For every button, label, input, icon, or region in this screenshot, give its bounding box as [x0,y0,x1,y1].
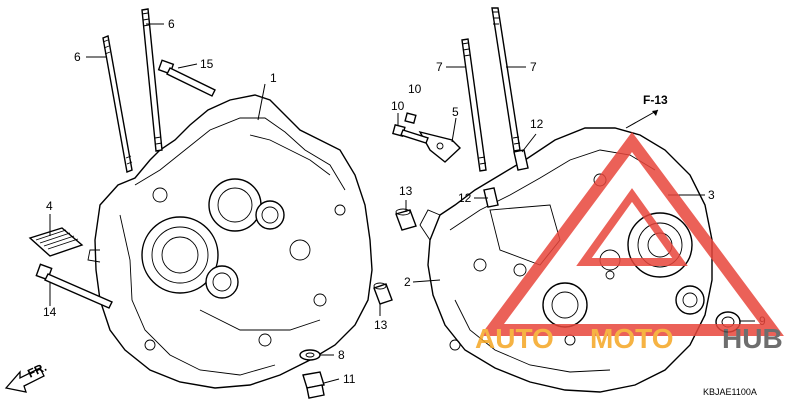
watermark-text-moto: MOTO [590,323,673,354]
front-arrow-icon [4,367,45,393]
callouts: 1 2 3 4 5 6 6 7 7 8 9 10 10 11 12 12 13 … [43,17,766,386]
front-direction-indicator: FR. [4,360,49,393]
drain-bolt-part-11 [302,371,325,399]
callout-12-upper: 12 [530,117,544,131]
callout-10-bolt: 10 [391,99,405,113]
dowel-pin-part-13-right [395,208,417,231]
left-crankcase [87,94,373,389]
callout-3: 3 [708,188,715,202]
callout-7-left: 7 [436,60,443,74]
bracket-part-5 [418,130,462,163]
callout-1: 1 [270,71,277,85]
callout-5: 5 [452,105,459,119]
bolt-part-10 [392,112,429,144]
callout-15: 15 [200,57,214,71]
callout-6-left: 6 [74,50,81,64]
dowel-pin-part-13-left [373,282,393,305]
callout-2: 2 [404,275,411,289]
callout-10-top: 10 [408,82,422,96]
callout-12-lower: 12 [458,191,472,205]
reference-label: F-13 [643,93,668,107]
stud-bolts-part-7 [461,7,521,172]
watermark: AUTO MOTO HUB [475,131,784,354]
callout-8: 8 [338,348,345,362]
callout-7-right: 7 [530,60,537,74]
dowel-pin-part-12-upper [513,149,529,171]
callout-13-left: 13 [374,318,388,332]
callout-11: 11 [343,372,356,386]
callout-14: 14 [43,305,57,319]
bolt-part-15 [157,59,216,97]
diagram-code: KBJAE1100A [703,387,757,397]
watermark-triangle-icon [480,131,784,336]
callout-6-top: 6 [168,17,175,31]
washer-part-8 [299,349,321,361]
watermark-text-hub: HUB [722,323,783,354]
front-label: FR. [25,360,48,381]
bolt-part-14 [35,263,113,309]
callout-13-right: 13 [399,184,413,198]
oil-screen-part-4 [28,227,84,257]
callout-4: 4 [46,199,53,213]
stud-bolts-part-6 [102,8,163,173]
watermark-text-auto: AUTO [475,323,554,354]
dowel-pin-part-12-lower [483,187,499,208]
